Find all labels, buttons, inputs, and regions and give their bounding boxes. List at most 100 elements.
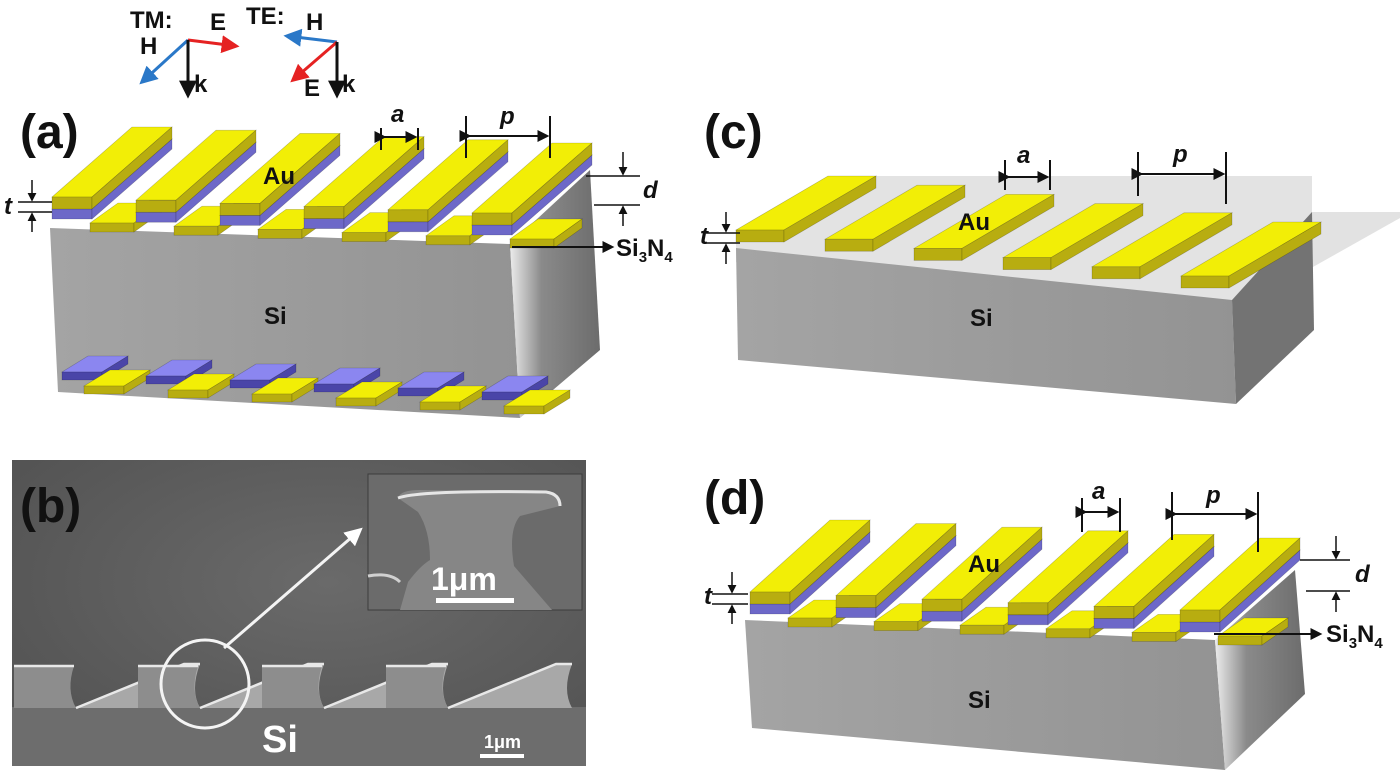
gold-strip-4-front <box>1091 266 1141 280</box>
top-gratings <box>749 519 1301 646</box>
bottom-gold-2-front <box>251 393 293 403</box>
dim-a-label: a <box>1017 142 1030 169</box>
dim-t-label: t <box>704 583 713 610</box>
top-gratings <box>51 126 593 249</box>
sem-ridge-1 <box>138 666 200 708</box>
gold-ridge-4-side <box>1133 533 1215 620</box>
nitride-ridge-4-side <box>427 151 509 233</box>
gold-strip-3-side <box>1050 203 1144 271</box>
tm-k-label: k <box>194 71 208 98</box>
au-label: Au <box>263 163 295 190</box>
dim-a-label: a <box>1092 478 1105 505</box>
nitride-ridge-1-front <box>835 607 877 618</box>
te-label: TE: <box>246 3 285 30</box>
gold-ridge-4-side <box>427 139 509 223</box>
lower-gold-fin-2-front <box>257 229 303 239</box>
si-block-front <box>745 620 1225 770</box>
gold-ridge-5-front <box>471 212 513 226</box>
gold-ridge-2-front <box>921 598 963 612</box>
lower-gold-fin-1-front <box>873 621 919 631</box>
inset-scale-label: 1μm <box>431 561 497 597</box>
lower-gold-fin-4-front <box>425 235 471 246</box>
lower-gold-fin-4-front <box>1131 632 1177 642</box>
te-k-label: k <box>342 71 356 98</box>
dim-t-label: t <box>700 223 709 250</box>
lower-gold-fin-2-front <box>959 624 1005 635</box>
si-block-front <box>736 248 1236 404</box>
nitride-ridge-0-front <box>51 208 93 220</box>
lower-gold-fin-0-front <box>787 617 833 628</box>
gold-ridge-1-front <box>135 199 177 213</box>
lower-gold-fin-0-front <box>89 222 135 233</box>
tm-e-arrow <box>187 35 240 54</box>
bottom-gold-1-front <box>167 389 209 399</box>
gold-ridge-0-side <box>91 126 173 210</box>
nitride-ridge-4-front <box>1093 618 1135 629</box>
sem-ridge-0 <box>14 666 76 708</box>
lower-gold-fin-1-front <box>173 225 219 236</box>
gold-ridge-0-side <box>789 519 871 605</box>
gold-ridge-5-side <box>511 142 593 226</box>
gold-ridge-1-side <box>175 129 257 213</box>
panel-b-sem-image: 1μm (b) Si 1μm <box>12 460 586 766</box>
dim-d-label: d <box>1355 561 1371 588</box>
te-e-arrow <box>290 40 338 83</box>
panel-a-label: (a) <box>20 106 79 159</box>
te-e-label: E <box>304 75 320 102</box>
sem-ridges <box>14 662 572 710</box>
lower-gold-fin-3-front <box>341 232 387 242</box>
nitride-ridge-2-front <box>921 610 963 622</box>
zoom-arrow <box>223 527 363 650</box>
dim-d-label: d <box>643 177 659 204</box>
sem-ridge-3 <box>386 666 448 708</box>
nitride-ridge-3-side <box>343 147 425 230</box>
gold-ridge-0-front <box>51 196 93 210</box>
sem-si-label: Si <box>262 719 298 761</box>
si3n4-label: Si3N4 <box>1326 621 1383 652</box>
gold-ridge-3-front <box>1007 602 1049 616</box>
te-h-label: H <box>306 9 323 36</box>
gold-ridge-4-front <box>1093 606 1135 619</box>
lower-gold-fin-5-side <box>1261 617 1289 646</box>
tm-e-label: E <box>210 9 226 36</box>
gold-ridge-5-side <box>1219 537 1301 623</box>
tm-h-arrow <box>139 38 190 85</box>
nitride-ridge-0-front <box>749 603 791 615</box>
gold-ridge-3-front <box>303 206 345 219</box>
sem-ridge-2 <box>262 666 324 708</box>
sem-edge-2 <box>262 662 448 710</box>
gold-ridge-3-side <box>343 135 425 220</box>
au-label: Au <box>958 209 990 236</box>
main-scale-bar <box>480 754 524 758</box>
panel-c-label: (c) <box>704 106 763 159</box>
nitride-ridge-3-front <box>1007 614 1049 626</box>
nitride-ridge-1-front <box>135 211 177 223</box>
si-label: Si <box>968 687 991 714</box>
nitride-ridge-4-front <box>387 221 429 233</box>
dim-p-label: p <box>1205 482 1221 509</box>
sem-ramp-3 <box>448 664 572 708</box>
gold-strip-0-side <box>783 175 877 243</box>
lower-gold-fin-5-front <box>1217 635 1263 646</box>
bottom-gold-0-front <box>83 385 125 395</box>
dim-p-label: p <box>1172 141 1188 168</box>
gold-ridge-2-front <box>219 203 261 216</box>
gold-strip-5-front <box>1180 275 1230 289</box>
gold-strip-0-front <box>735 229 785 243</box>
lower-gold-fin-5-side <box>553 218 583 249</box>
gold-ridge-0-front <box>749 591 791 605</box>
nitride-ridge-4-side <box>1133 545 1215 630</box>
gold-gratings <box>734 175 1323 289</box>
zoom-circle <box>159 638 251 730</box>
dim-a-label: a <box>391 101 404 128</box>
gold-ridge-2-side <box>961 526 1043 612</box>
gold-strip-4-side <box>1139 212 1233 280</box>
nitride-ridge-3-side <box>1047 542 1129 626</box>
bottom-gold-4-front <box>419 401 461 411</box>
panel-d-label: (d) <box>704 472 765 525</box>
inset-scale-bar <box>436 598 514 603</box>
gold-strip-1-front <box>824 238 874 252</box>
main-scale-label: 1μm <box>484 732 521 752</box>
nitride-ridge-5-front <box>471 224 513 236</box>
